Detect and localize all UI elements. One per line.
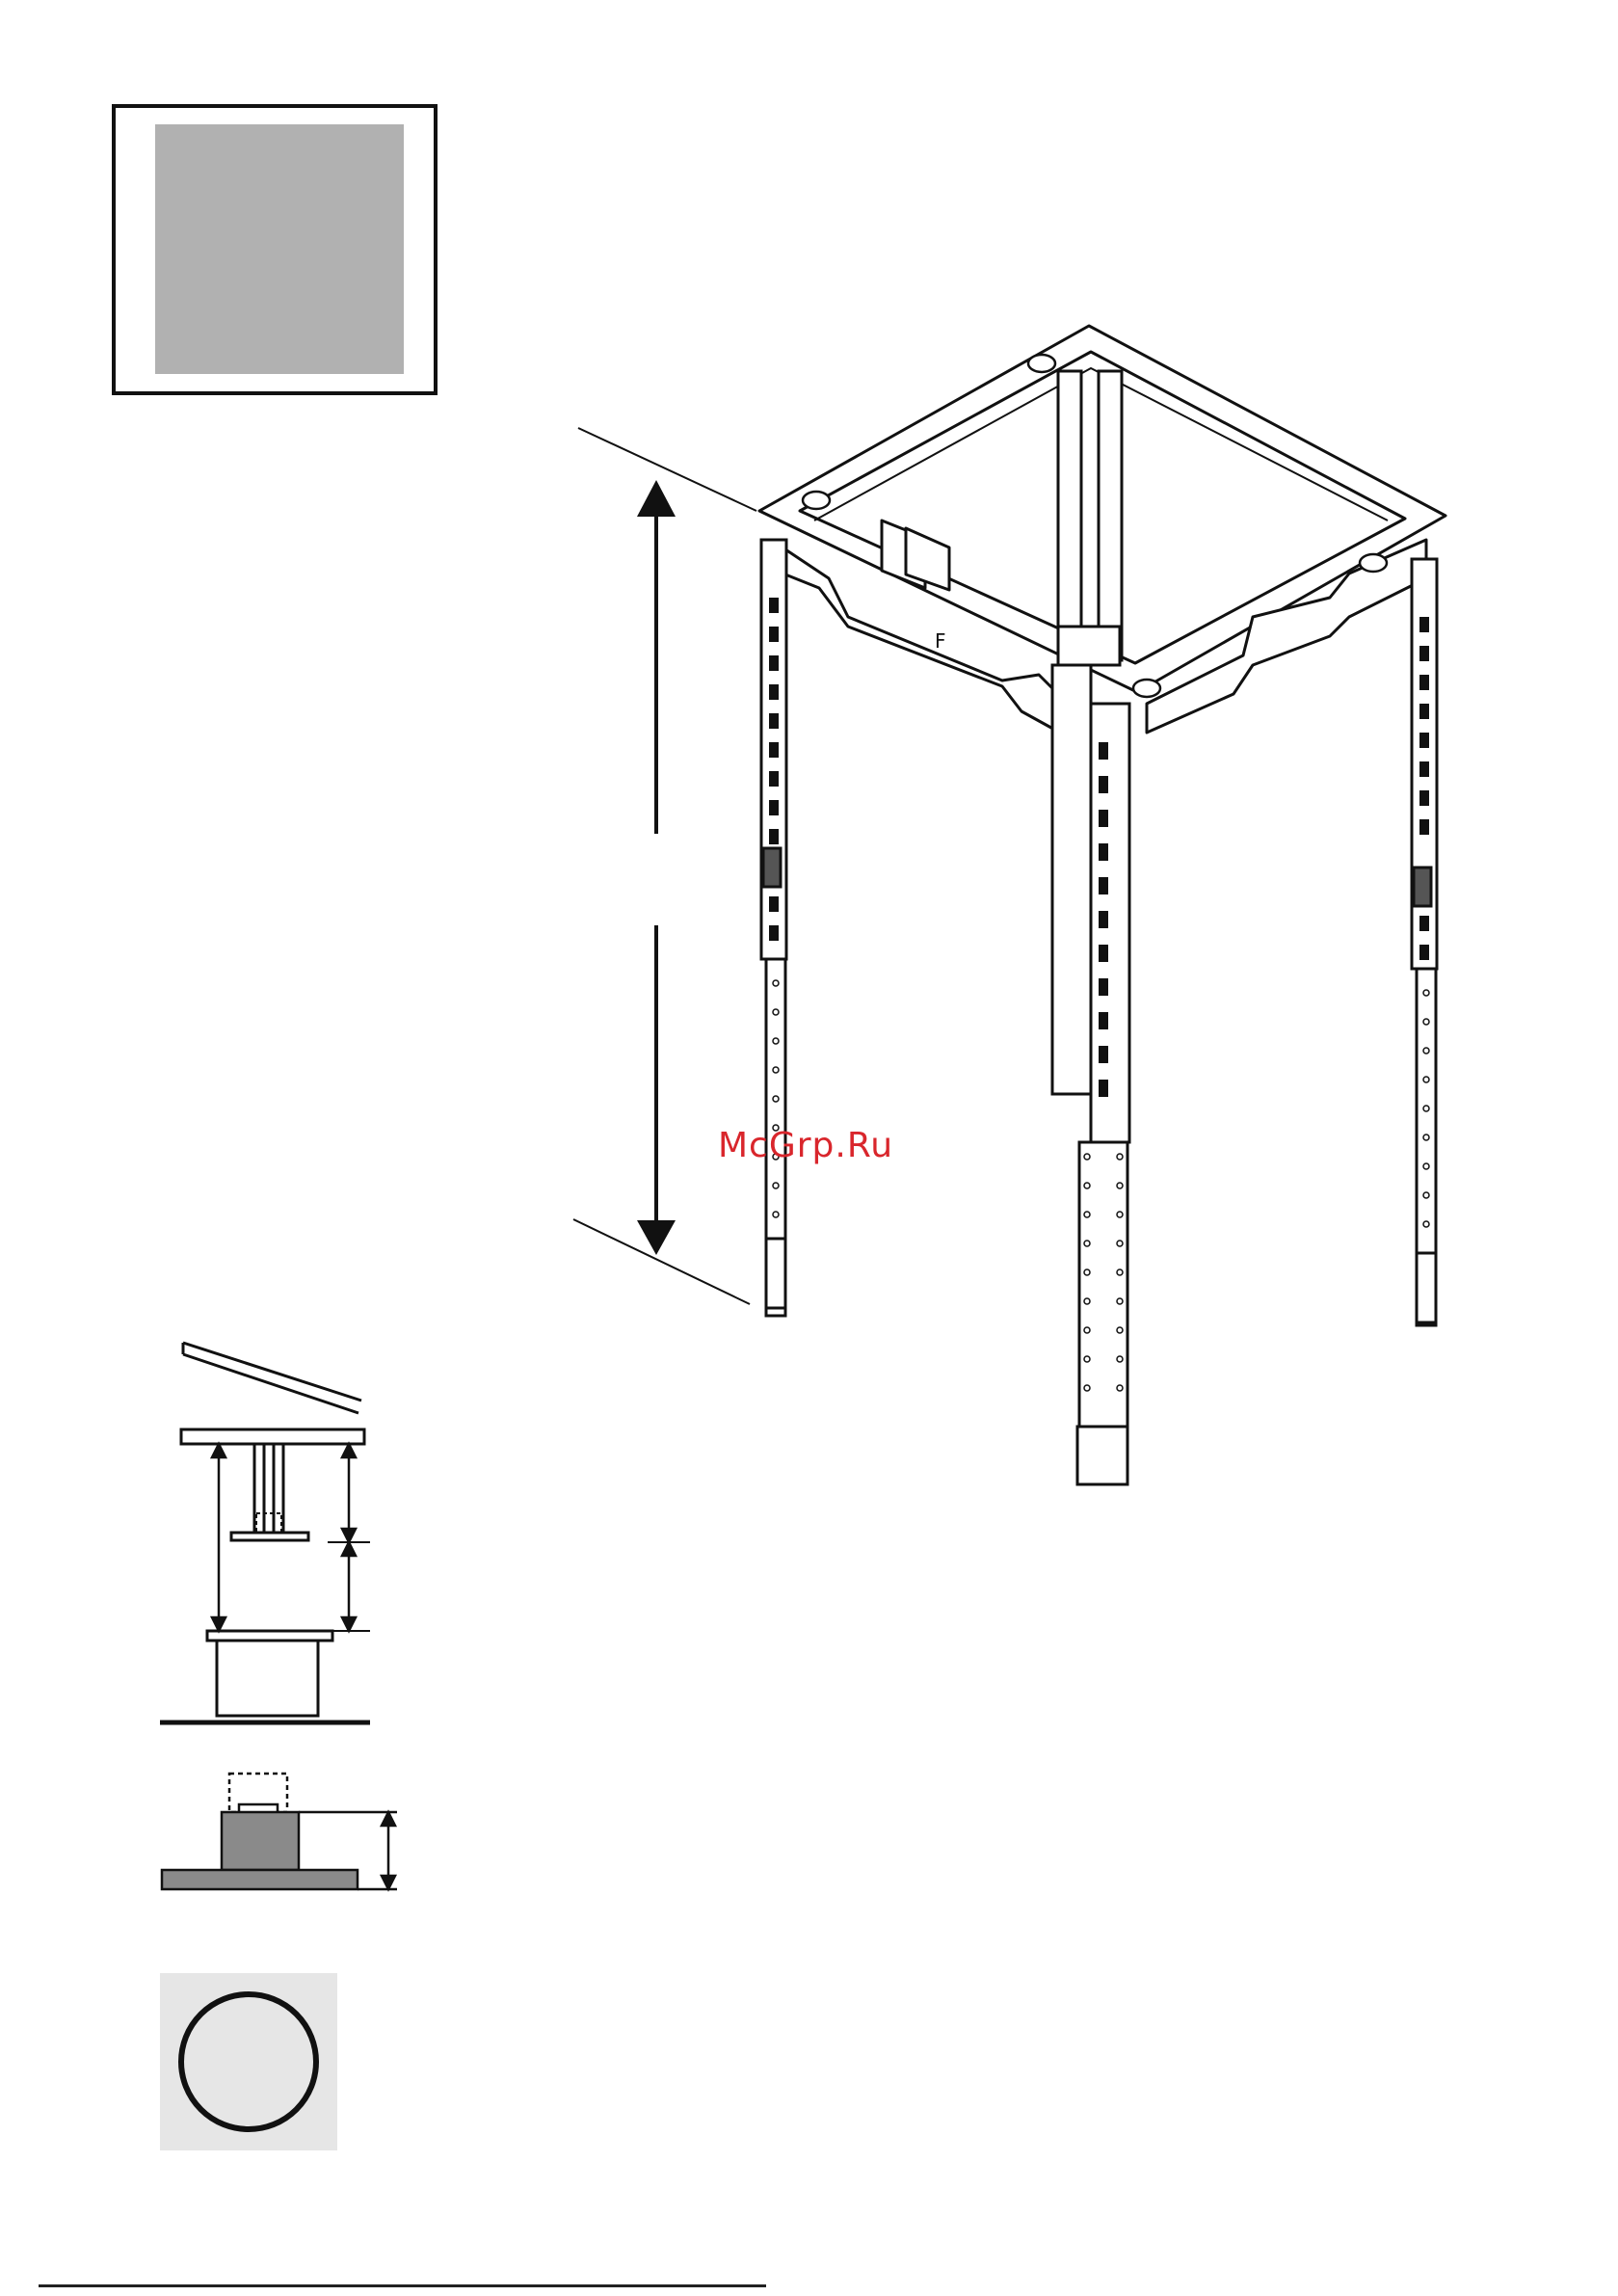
stand-frame-illustration: F: [540, 308, 1465, 1513]
height-dimension-arrow-icon: [637, 480, 676, 1255]
thumbnail-placeholder-icon: [155, 124, 404, 374]
frame-marker-label: F: [935, 629, 946, 653]
footer-divider: [39, 2284, 766, 2287]
foot-dimension-arrow-icon: [382, 1812, 395, 1889]
circle-badge: [160, 1973, 337, 2150]
height-adjustment-detail: [154, 1321, 405, 1745]
circle-outline-icon: [160, 1973, 337, 2150]
foot-height-detail: [154, 1764, 405, 1899]
watermark-text: McGrp.Ru: [718, 1126, 893, 1165]
